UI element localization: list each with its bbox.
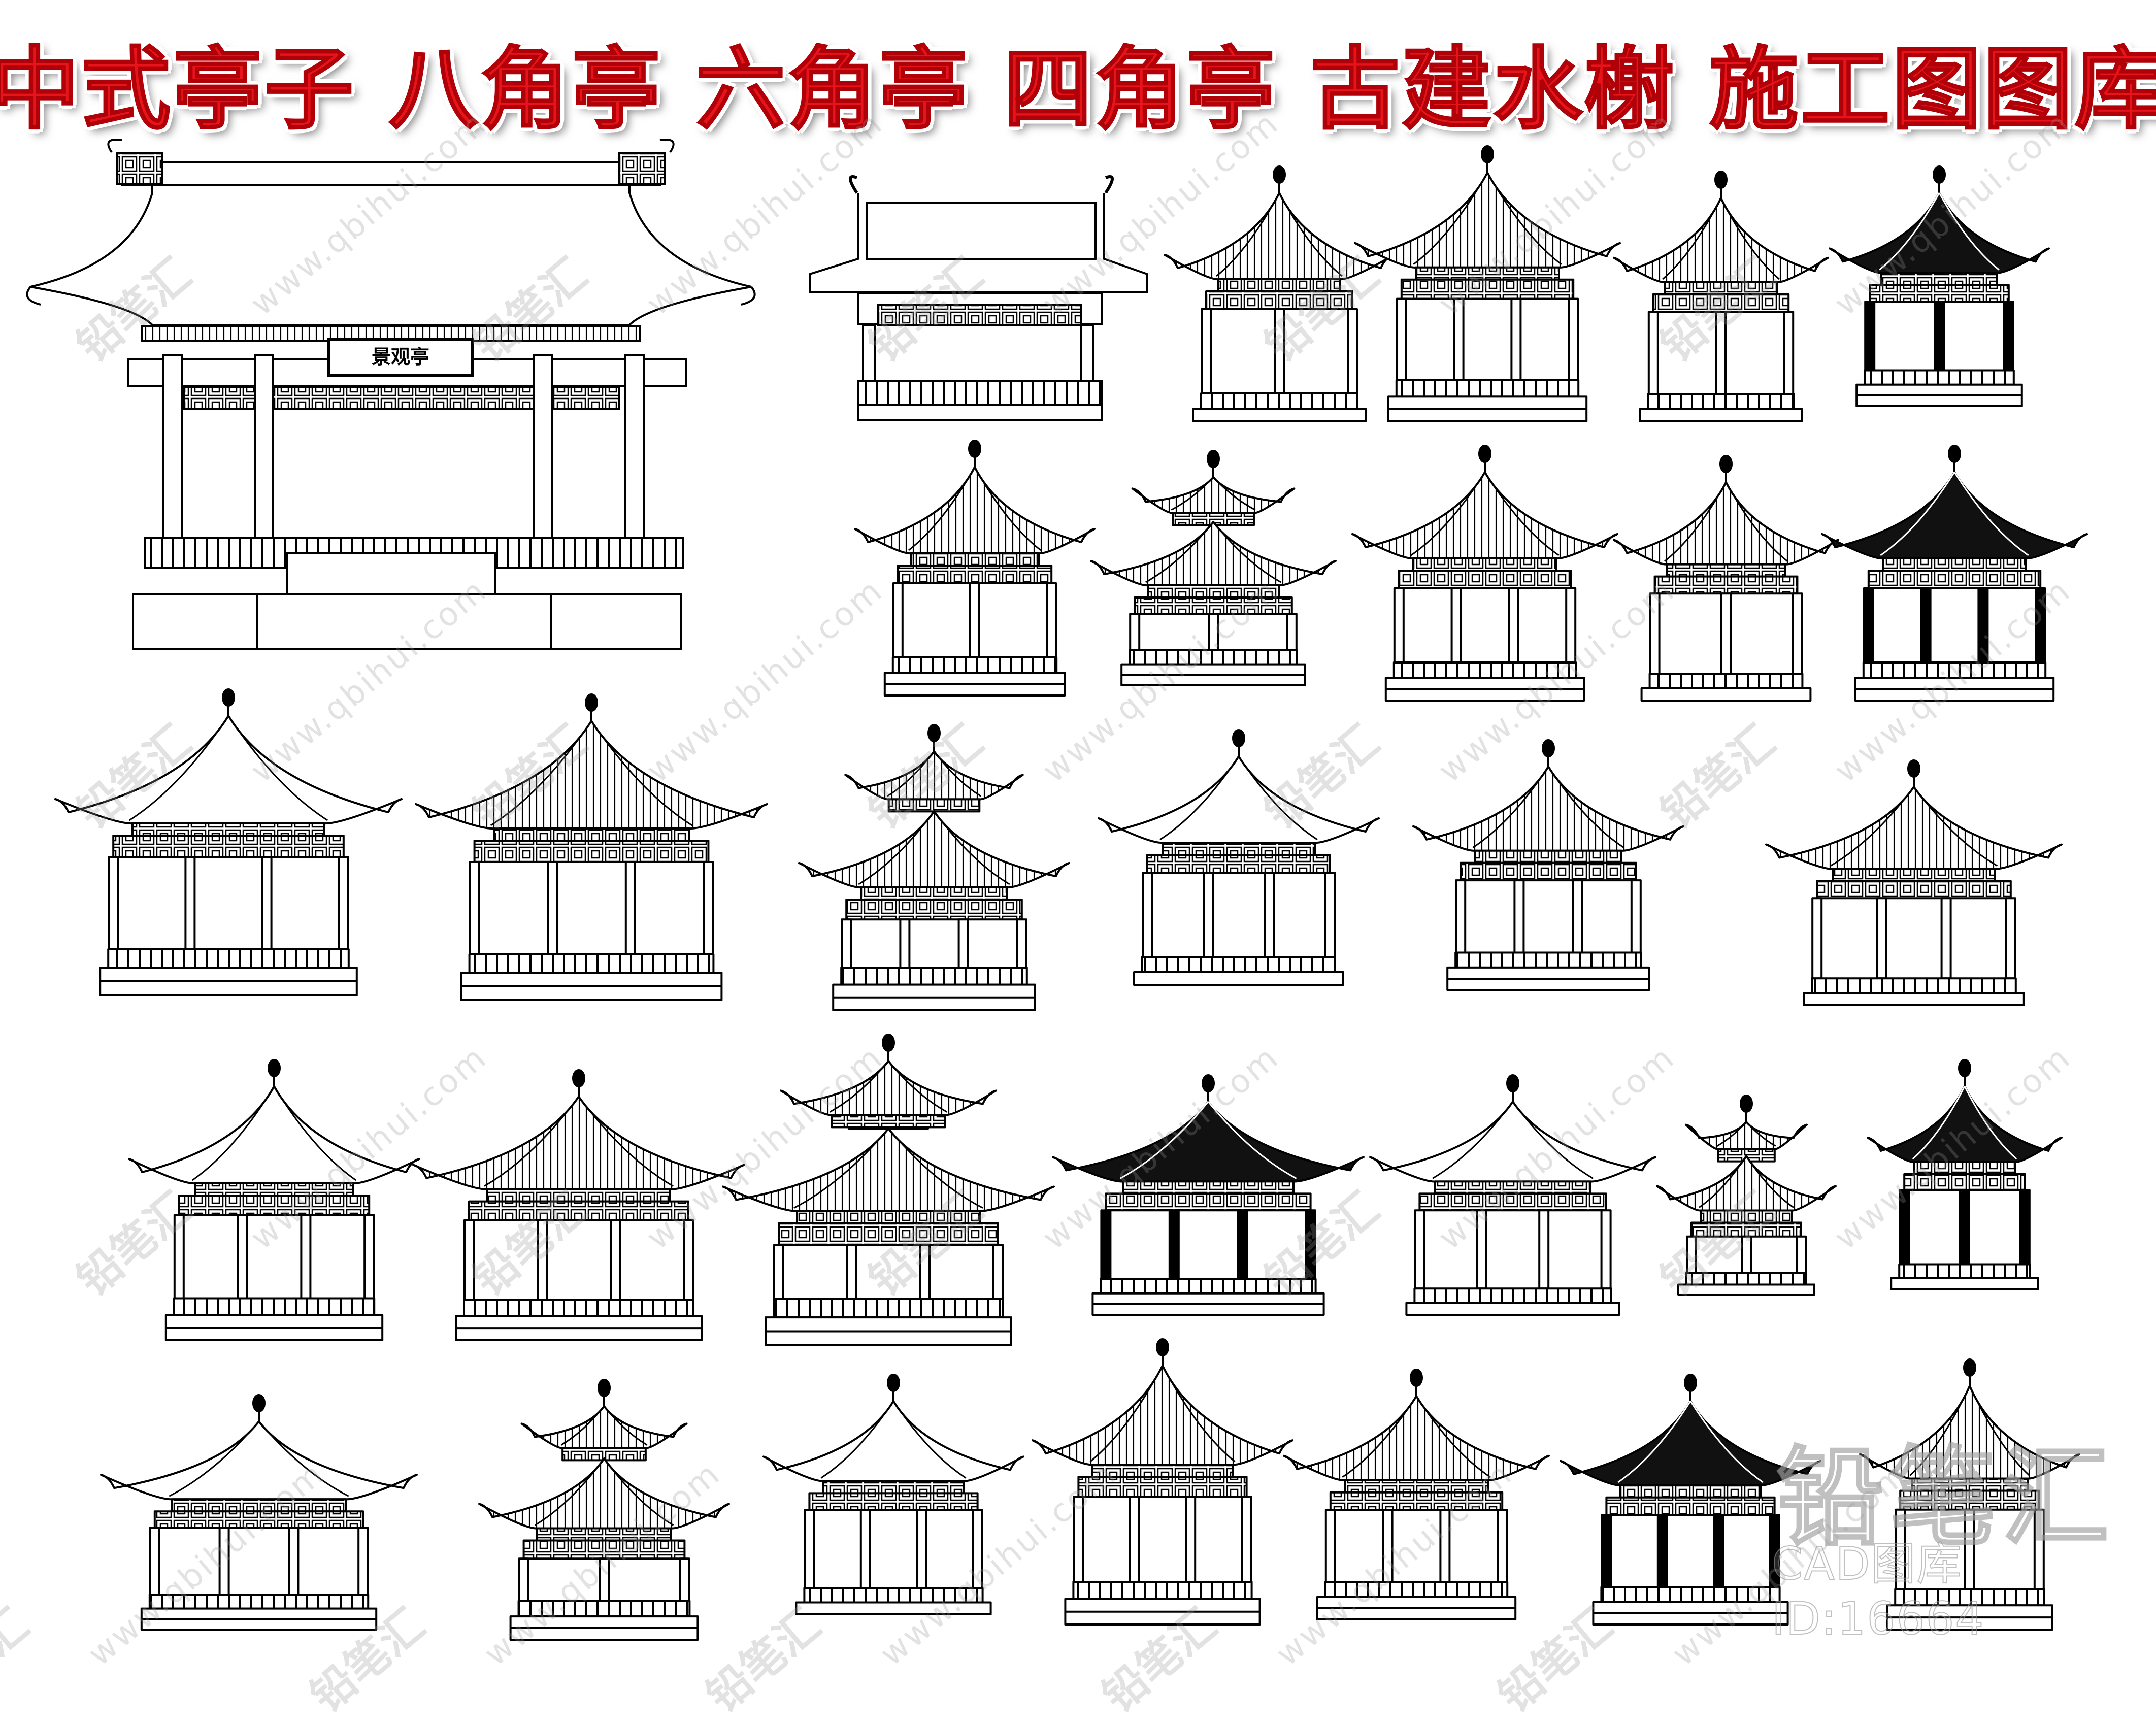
pavilion-7 [1351,445,1618,702]
title-banner: 中式亭子 八角亭 六角亭 四角亭 古建水榭 施工图图库 [0,15,2156,147]
pavilion-15 [1765,759,2063,1006]
pavilion-27 [1283,1369,1550,1620]
large-pavilion-elevation: 景观亭 [26,139,756,650]
pavilion-29 [1859,1358,2080,1631]
pavilion-10 [54,688,403,996]
pavilion-25 [762,1374,1024,1615]
pavilion-3 [1613,171,1829,422]
pavilion-23 [100,1394,418,1631]
pavilion-20 [1369,1074,1656,1316]
pavilion-26 [1032,1338,1293,1626]
pavilion-28 [1560,1374,1821,1626]
pavilion-4 [1829,165,2050,408]
corner-logo: 铅笔汇 CAD图库ID:16664 [1756,1411,2152,1645]
pavilion-plaque-text: 景观亭 [372,345,429,368]
page-title: 中式亭子 八角亭 六角亭 四角亭 古建水榭 施工图图库 [0,37,2156,142]
pavilion-6 [1090,450,1337,686]
pavilion-16 [128,1059,420,1341]
pavilion-12 [798,724,1070,1011]
pavilion-5 [854,440,1096,697]
pavilion-9 [1821,445,2088,702]
pavilion-2 [1354,145,1621,423]
pavilion-1 [1164,165,1395,422]
pavilion-18 [722,1034,1055,1347]
pavilion-17 [412,1069,745,1342]
pavilion-24 [478,1379,730,1641]
corner-logo-id: CAD图库ID:16664 [1771,1537,1985,1645]
pavilion-11 [415,693,768,1001]
pavilion-21 [1656,1095,1837,1296]
hip-roof-pavilion-elevation [809,175,1148,421]
pavilion-19 [1052,1074,1365,1316]
pavilion-drawing-sheet: 景观亭 [26,139,2088,1641]
pavilion-8 [1613,455,1839,702]
pavilion-elevations [54,145,2088,1641]
pavilion-22 [1867,1059,2063,1290]
pavilion-13 [1098,729,1380,986]
pavilion-14 [1412,739,1684,991]
corner-logo-brand: 铅笔汇 [1776,1435,2115,1561]
